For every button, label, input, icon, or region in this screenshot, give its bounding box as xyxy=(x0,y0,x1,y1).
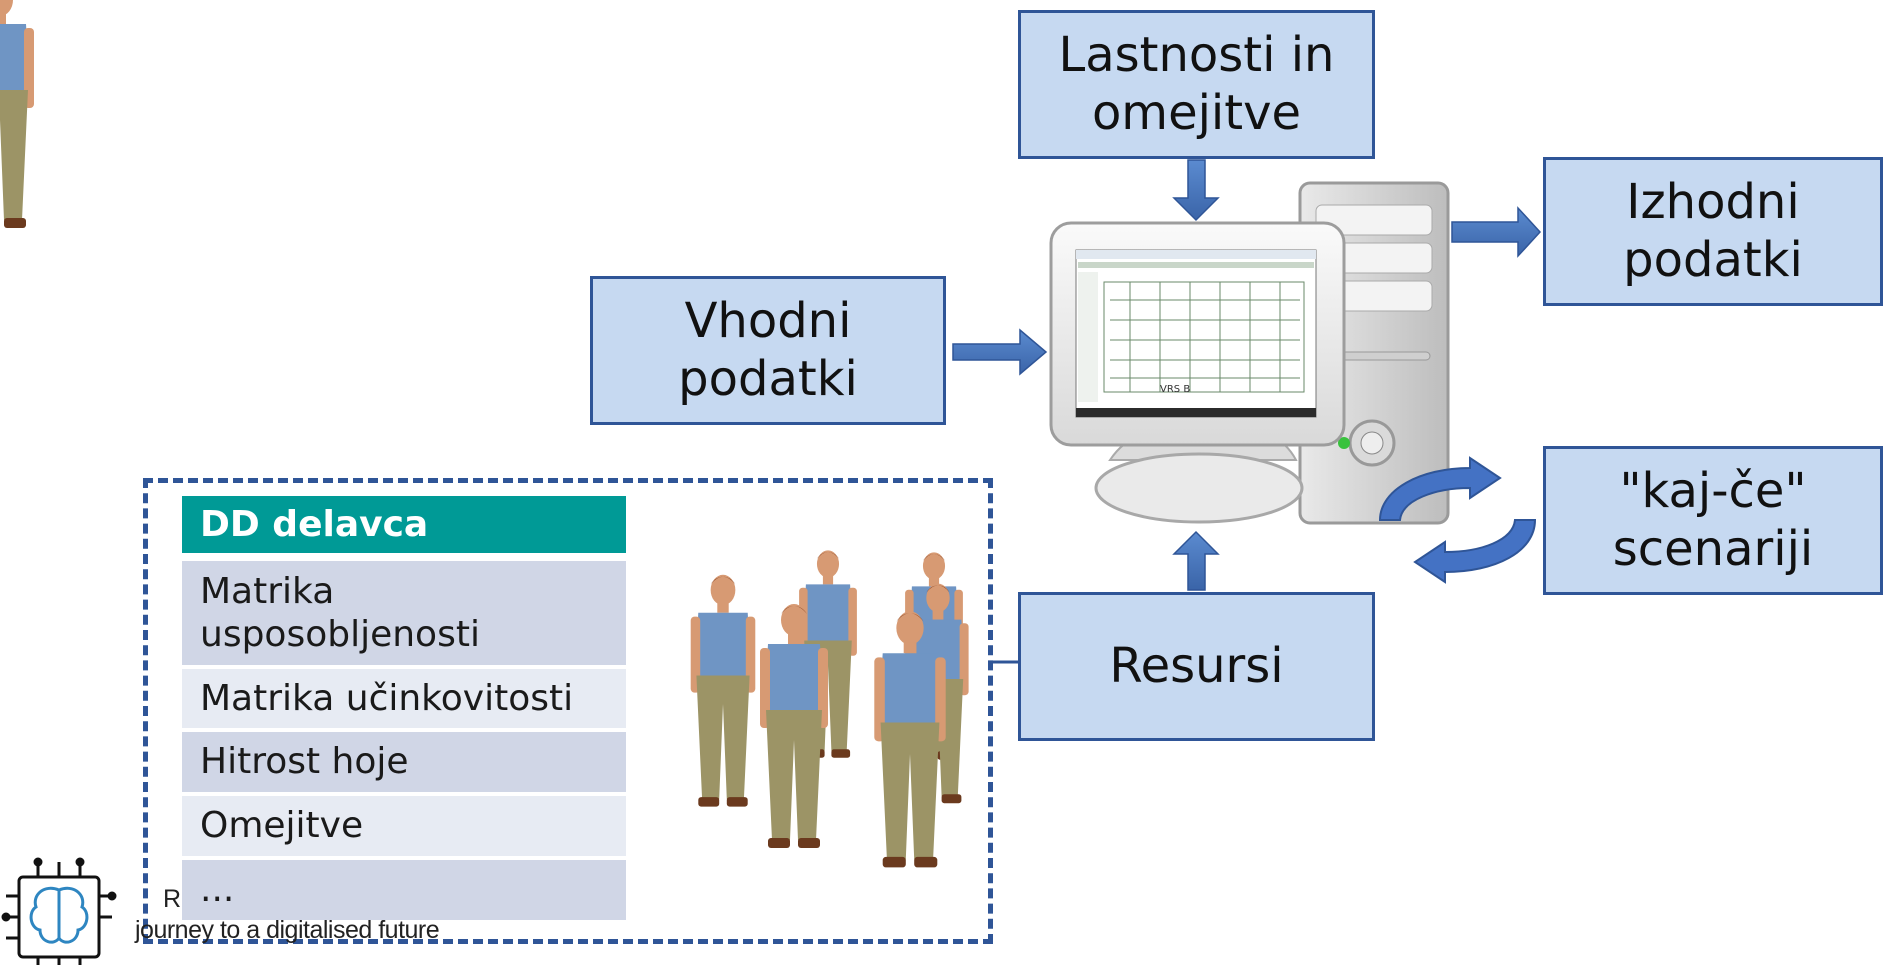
table-row: ... xyxy=(182,860,626,920)
brain-chip-logo-icon xyxy=(1,857,117,965)
arrow-from-top xyxy=(1172,159,1220,222)
table-header: DD delavca xyxy=(182,496,626,553)
what-if-scenarios-box: "kaj-če" scenariji xyxy=(1543,446,1883,595)
table-row: Hitrost hoje xyxy=(182,732,626,792)
input-data-box: Vhodni podatki xyxy=(590,276,946,425)
arrow-from-bottom xyxy=(1172,530,1220,591)
properties-constraints-box: Lastnosti in omejitve xyxy=(1018,10,1375,159)
arrow-to-right xyxy=(1451,206,1542,258)
table-row: Matrika usposobljenosti xyxy=(182,561,626,665)
footer-tagline: journey to a digitalised future xyxy=(135,916,440,944)
output-data-box: Izhodni podatki xyxy=(1543,157,1883,306)
footer-partial-letter: R xyxy=(163,885,182,913)
worker-digital-twin-panel xyxy=(143,478,993,944)
cycle-arrows-icon xyxy=(1378,456,1537,584)
computer-monitor-icon: VRS B xyxy=(1049,221,1346,524)
workers-figure-icon xyxy=(0,0,969,868)
screen-label: VRS B xyxy=(1160,384,1190,395)
resources-box: Resursi xyxy=(1018,592,1375,741)
table-row: Omejitve xyxy=(182,796,626,856)
arrow-from-left xyxy=(952,328,1048,376)
table-row: Matrika učinkovitosti xyxy=(182,669,626,728)
